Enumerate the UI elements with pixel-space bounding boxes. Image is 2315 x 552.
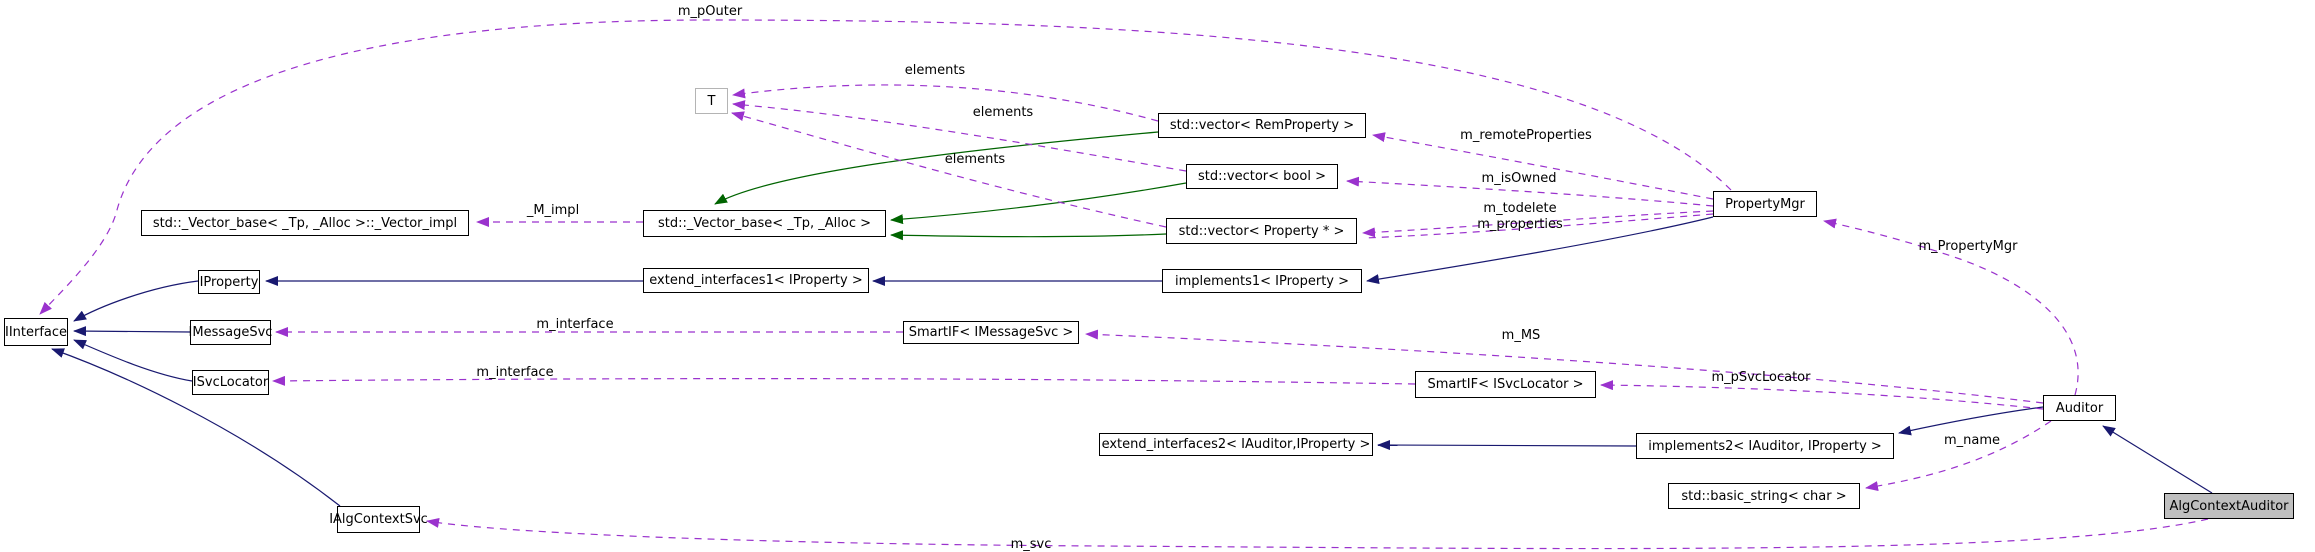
edge-label-m-properties: m_properties — [1477, 217, 1563, 232]
edge-label-m-remoteproperties: m_remoteProperties — [1460, 128, 1592, 143]
node-iproperty[interactable]: IProperty — [198, 270, 260, 294]
edge-label-elements-top: elements — [904, 63, 966, 78]
node-template-param-t: T — [695, 88, 728, 114]
edge-m-remoteproperties — [1372, 132, 1714, 200]
node-imessagesvc[interactable]: IMessageSvc — [189, 320, 272, 345]
node-vector-property: std::vector< Property * > — [1166, 218, 1357, 244]
edge-m-ms — [1085, 329, 2044, 404]
node-vector-base: std::_Vector_base< _Tp, _Alloc > — [643, 210, 886, 237]
edge-auditor-implements2 — [1898, 406, 2044, 436]
node-extend-interfaces2[interactable]: extend_interfaces2< IAuditor,IProperty > — [1099, 433, 1373, 456]
edge-vectorrem-vectorbase — [714, 131, 1159, 205]
edge-m-properties — [1364, 213, 1714, 239]
node-ialgcontextsvc[interactable]: IAlgContextSvc — [329, 506, 428, 533]
node-propertymgr[interactable]: PropertyMgr — [1713, 191, 1817, 217]
node-basic-string: std::basic_string< char > — [1668, 483, 1860, 509]
node-implements1[interactable]: implements1< IProperty > — [1162, 269, 1362, 293]
node-vector-bool: std::vector< bool > — [1186, 164, 1338, 189]
edge-label-m-svc: m_svc — [1010, 537, 1052, 552]
node-vector-remproperty: std::vector< RemProperty > — [1158, 113, 1366, 138]
edge-ialgcontextsvc-iinterface — [51, 348, 341, 507]
edge-m-isowned — [1346, 176, 1714, 207]
edge-m-pouter — [39, 19, 1732, 315]
edge-label-m-isowned: m_isOwned — [1481, 171, 1557, 186]
edge-label-elements-mid: elements — [972, 105, 1034, 120]
node-isvclocator[interactable]: ISvcLocator — [192, 370, 269, 395]
edge-label-elements-bottom: elements — [944, 152, 1006, 167]
node-extend-interfaces1[interactable]: extend_interfaces1< IProperty > — [643, 268, 869, 293]
edge-vectorproperty-vectorbase — [890, 230, 1167, 241]
edge-isvclocator-iinterface — [73, 339, 193, 382]
edge-implements2-extendinterfaces2 — [1377, 440, 1637, 451]
edge-elements-bool — [732, 100, 1187, 172]
edge-label-m-interface-msg: m_interface — [536, 317, 614, 332]
edge-m-psvclocator — [1600, 380, 2044, 410]
edge-label-m-pouter: m_pOuter — [677, 4, 743, 19]
node-algcontextauditor: AlgContextAuditor — [2164, 493, 2294, 519]
edge-m-todelete — [1362, 210, 1714, 238]
edge-label-m-psvclocator: m_pSvcLocator — [1711, 370, 1811, 385]
edge-vectorbool-vectorbase — [890, 182, 1187, 225]
edge-label-m-name: m_name — [1943, 433, 2001, 448]
node-implements2[interactable]: implements2< IAuditor, IProperty > — [1636, 433, 1894, 459]
edge-m-svc — [426, 518, 2209, 550]
node-smartif-imessagesvc[interactable]: SmartIF< IMessageSvc > — [903, 321, 1079, 344]
edge-label-m-ms: m_MS — [1501, 328, 1541, 343]
edge-m-name — [1865, 420, 2052, 492]
edge-label-m-todelete: m_todelete — [1483, 201, 1557, 216]
edge-propertymgr-implements1 — [1366, 216, 1714, 285]
edge-iproperty-iinterface — [73, 280, 199, 322]
edge-algcontextauditor-auditor — [2102, 425, 2213, 494]
node-iinterface[interactable]: IInterface — [4, 318, 68, 346]
node-auditor[interactable]: Auditor — [2043, 395, 2116, 421]
edge-label-m-impl: _M_impl — [526, 203, 580, 218]
node-smartif-isvclocator[interactable]: SmartIF< ISvcLocator > — [1415, 371, 1596, 398]
edge-elements-prop — [731, 111, 1167, 228]
edge-imessagesvc-iinterface — [73, 326, 191, 337]
edge-elements-rem — [732, 84, 1159, 122]
edge-label-m-interface-loc: m_interface — [476, 365, 554, 380]
edge-m-interface-loc — [272, 375, 1416, 386]
node-vector-impl: std::_Vector_base< _Tp, _Alloc >::_Vecto… — [141, 210, 469, 236]
edge-label-m-propertymgr: m_PropertyMgr — [1918, 239, 2018, 254]
